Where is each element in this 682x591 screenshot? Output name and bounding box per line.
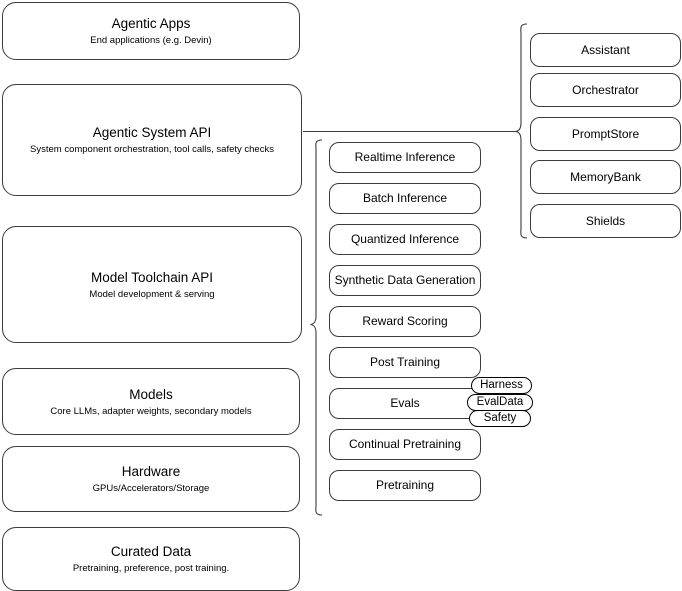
layer-title: Curated Data — [110, 544, 192, 559]
layer-models[interactable]: Models Core LLMs, adapter weights, secon… — [2, 368, 300, 435]
toolchain-component-evals[interactable]: Evals — [329, 388, 481, 419]
layer-title: Model Toolchain API — [90, 269, 214, 285]
node-label: Assistant — [581, 42, 630, 57]
toolchain-component-continual-pretraining[interactable]: Continual Pretraining — [329, 429, 481, 460]
node-label: Reward Scoring — [362, 314, 448, 328]
layer-curated-data[interactable]: Curated Data Pretraining, preference, po… — [2, 527, 300, 591]
layer-agentic-system-api[interactable]: Agentic System API System component orch… — [2, 84, 302, 196]
layer-model-toolchain-api[interactable]: Model Toolchain API Model development & … — [2, 226, 302, 343]
brace-toolchain-components — [310, 139, 323, 516]
toolchain-component-pretraining[interactable]: Pretraining — [329, 470, 481, 501]
layer-subtitle: Model development & serving — [89, 288, 215, 300]
brace-system-components — [515, 23, 528, 239]
layer-subtitle: System component orchestration, tool cal… — [30, 144, 274, 155]
layer-title: Agentic System API — [92, 125, 212, 140]
node-label: Batch Inference — [362, 191, 448, 205]
node-label: Orchestrator — [572, 82, 639, 97]
node-label: Continual Pretraining — [348, 437, 462, 451]
node-label: Quantized Inference — [350, 232, 460, 246]
layer-hardware[interactable]: Hardware GPUs/Accelerators/Storage — [2, 446, 300, 512]
toolchain-component-reward-scoring[interactable]: Reward Scoring — [329, 306, 481, 337]
layer-title: Models — [129, 386, 173, 402]
layer-agentic-apps[interactable]: Agentic Apps End applications (e.g. Devi… — [2, 2, 300, 60]
system-component-promptstore[interactable]: PromptStore — [530, 117, 681, 151]
node-label: Evals — [390, 396, 420, 410]
node-label: Pretraining — [375, 478, 435, 492]
system-component-memorybank[interactable]: MemoryBank — [530, 160, 681, 194]
pill-label: Safety — [483, 412, 517, 424]
eval-badge-safety[interactable]: Safety — [469, 410, 531, 427]
layer-subtitle: GPUs/Accelerators/Storage — [92, 483, 210, 494]
system-component-shields[interactable]: Shields — [530, 204, 681, 238]
node-label: Shields — [585, 213, 626, 228]
node-label: Synthetic Data Generation — [334, 273, 476, 287]
eval-badge-harness[interactable]: Harness — [471, 377, 532, 394]
layer-subtitle: Pretraining, preference, post training. — [72, 563, 230, 574]
system-component-orchestrator[interactable]: Orchestrator — [530, 73, 681, 107]
node-label: PromptStore — [571, 126, 640, 141]
toolchain-component-batch-inference[interactable]: Batch Inference — [329, 183, 481, 214]
layer-title: Agentic Apps — [111, 16, 191, 31]
toolchain-component-synthetic-data-generation[interactable]: Synthetic Data Generation — [329, 265, 481, 296]
toolchain-component-quantized-inference[interactable]: Quantized Inference — [329, 224, 481, 255]
layer-subtitle: Core LLMs, adapter weights, secondary mo… — [50, 405, 252, 417]
pill-label: EvalData — [476, 396, 524, 408]
toolchain-component-post-training[interactable]: Post Training — [329, 347, 481, 378]
pill-label: Harness — [480, 379, 523, 391]
node-label: MemoryBank — [570, 169, 641, 184]
system-component-assistant[interactable]: Assistant — [530, 33, 681, 67]
node-label: Post Training — [369, 355, 441, 369]
eval-badge-evaldata[interactable]: EvalData — [467, 394, 533, 411]
layer-subtitle: End applications (e.g. Devin) — [90, 35, 212, 46]
layer-title: Hardware — [121, 464, 181, 479]
node-label: Realtime Inference — [354, 150, 456, 164]
toolchain-component-realtime-inference[interactable]: Realtime Inference — [329, 142, 481, 173]
